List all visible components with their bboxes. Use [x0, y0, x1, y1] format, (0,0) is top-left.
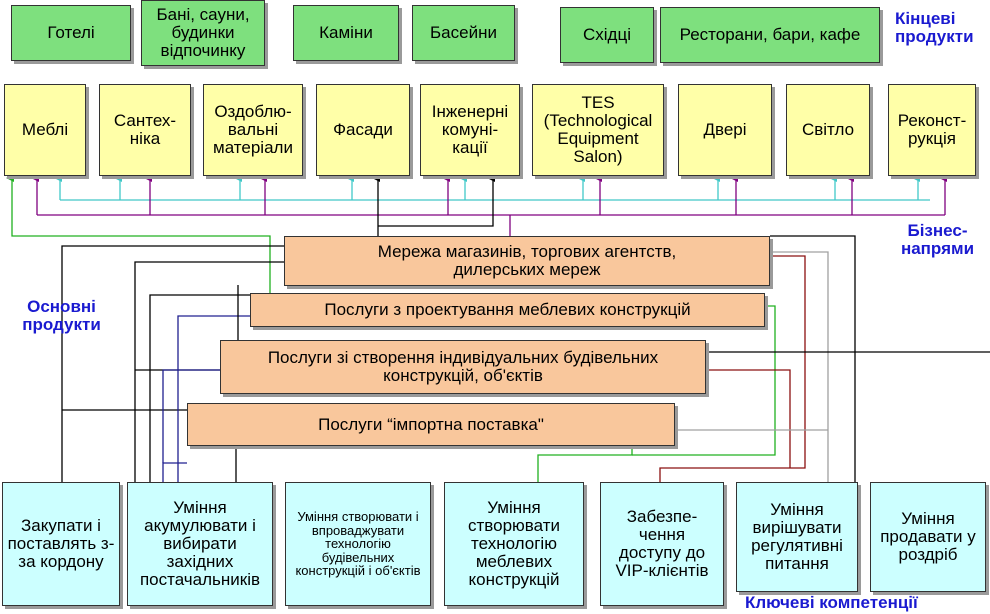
competency-vip-access: Забезпе-чення доступу до VIP-клієнтів	[600, 482, 724, 606]
core-product-network: Мережа магазинів, торгових агентств, дил…	[284, 236, 770, 286]
final-product-restaurants: Ресторани, бари, кафе	[660, 7, 880, 63]
label-business-directions: Бізнес-напрями	[900, 221, 975, 258]
label-final-products: Кінцеві продукти	[895, 9, 974, 46]
core-product-construction: Послуги зі створення індивідуальних буді…	[220, 340, 706, 394]
core-product-furniture-design: Послуги з проектування меблевих конструк…	[250, 293, 765, 327]
label-key-competencies: Ключеві компетенції	[745, 593, 918, 612]
final-product-pools: Басейни	[412, 5, 515, 61]
direction-reconstruction: Реконст-рукція	[888, 84, 976, 176]
final-product-baths: Бані, сауни, будинки відпочинку	[141, 0, 265, 66]
core-product-import: Послуги “імпортна поставка"	[187, 403, 675, 446]
direction-furniture: Меблі	[4, 84, 86, 176]
direction-plumbing: Сантех-ніка	[99, 84, 191, 176]
direction-facades: Фасади	[316, 84, 410, 176]
competency-furniture-technology: Уміння створювати технологію меблевих ко…	[444, 482, 584, 606]
final-product-stairs: Східці	[560, 7, 654, 63]
direction-light: Світло	[786, 84, 870, 176]
green-line	[6, 174, 271, 293]
competency-retail: Уміння продавати у роздріб	[870, 482, 986, 592]
direction-tes: TES (Technological Equipment Salon)	[532, 84, 664, 176]
final-product-hotels: Готелі	[11, 5, 131, 61]
direction-finishing: Оздоблю-вальні матеріали	[203, 84, 303, 176]
competency-building-technology: Уміння створювати і впроваджувати технол…	[285, 482, 431, 606]
direction-doors: Двері	[678, 84, 772, 176]
label-core-products: Основні продукти	[22, 297, 101, 334]
competency-regulatory: Уміння вирішувати регулятивні питання	[736, 482, 858, 592]
final-product-fireplaces: Каміни	[293, 5, 399, 61]
black-line-engineering	[378, 174, 495, 227]
direction-engineering: Інженерні комуні-кації	[420, 84, 520, 176]
competency-suppliers: Уміння акумулювати і вибирати західних п…	[127, 482, 273, 606]
competency-import-supply: Закупати і поставлять з-за кордону	[2, 482, 120, 606]
